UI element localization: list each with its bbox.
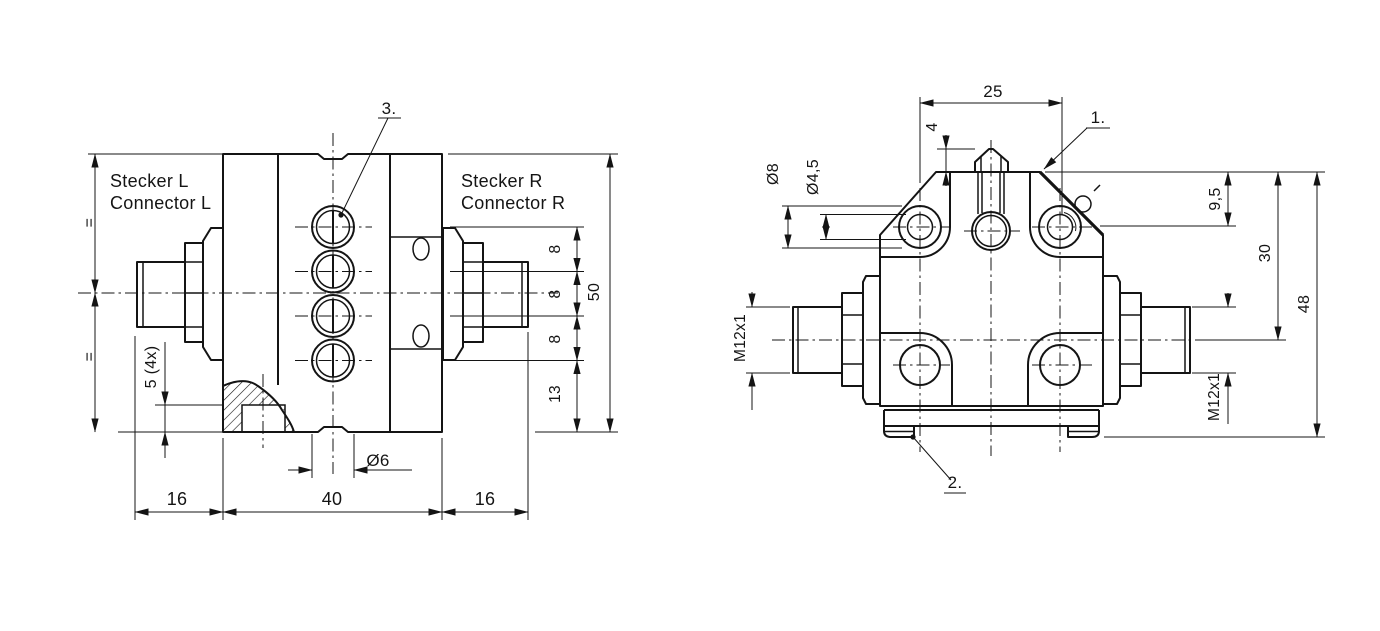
label-stecker-l: Stecker L <box>110 171 189 191</box>
callout-2: 2. <box>948 473 963 492</box>
detent-ball <box>1074 195 1092 213</box>
dim-total-height-48: 48 <box>1296 295 1313 313</box>
front-view-texts: 25 4 Ø8 Ø4,5 9,5 30 48 M12x1 M12x1 1. 2. <box>732 82 1313 492</box>
port-holes <box>311 205 355 383</box>
dim-depth-5-4x: 5 (4x) <box>143 346 160 389</box>
dim-spacing-8-a: 8 <box>547 245 564 254</box>
callout-3: 3. <box>382 99 397 118</box>
dim-hole-dia: Ø4,5 <box>805 159 822 195</box>
label-connector-l: Connector L <box>110 193 211 213</box>
front-view-centerlines <box>772 140 1212 456</box>
symmetry-mark-bottom: = <box>80 352 97 362</box>
dim-total-height-50: 50 <box>586 283 603 301</box>
section-hatch <box>223 381 294 432</box>
dim-spacing-8-b: 8 <box>547 290 564 299</box>
dim-thread-left: M12x1 <box>732 314 749 362</box>
front-view-geometry <box>792 148 1191 438</box>
callout-1: 1. <box>1091 108 1106 127</box>
left-view-geometry <box>136 153 529 433</box>
dim-pin-height-4: 4 <box>924 122 941 131</box>
front-view-dimensions <box>746 97 1325 494</box>
dim-spacing-8-c: 8 <box>547 335 564 344</box>
front-view: 25 4 Ø8 Ø4,5 9,5 30 48 M12x1 M12x1 1. 2. <box>732 82 1325 494</box>
dim-port-diameter: Ø6 <box>366 451 389 470</box>
left-view: Stecker L Connector L Stecker R Connecto… <box>78 99 618 520</box>
dim-thread-right: M12x1 <box>1206 373 1223 421</box>
front-right-connector <box>1102 275 1191 405</box>
left-connector <box>136 227 224 361</box>
dim-width-left-16: 16 <box>167 489 188 509</box>
front-left-connector <box>792 275 881 405</box>
dim-counterbore-dia: Ø8 <box>765 163 782 185</box>
left-view-texts: Stecker L Connector L Stecker R Connecto… <box>80 99 603 509</box>
dim-axis-offset-30: 30 <box>1257 244 1274 262</box>
left-view-dimensions <box>88 117 618 520</box>
label-stecker-r: Stecker R <box>461 171 543 191</box>
chamfer-edge <box>1038 170 1105 237</box>
dim-bottom-offset-13: 13 <box>547 385 564 403</box>
symmetry-mark-top: = <box>80 218 97 228</box>
dim-width-center-40: 40 <box>322 489 343 509</box>
right-connector <box>442 227 529 361</box>
dim-width-right-16: 16 <box>475 489 496 509</box>
dim-top-hole-offset: 9,5 <box>1207 187 1224 210</box>
label-connector-r: Connector R <box>461 193 565 213</box>
stud-head <box>974 148 1009 173</box>
dim-hole-spacing-25: 25 <box>983 82 1003 101</box>
